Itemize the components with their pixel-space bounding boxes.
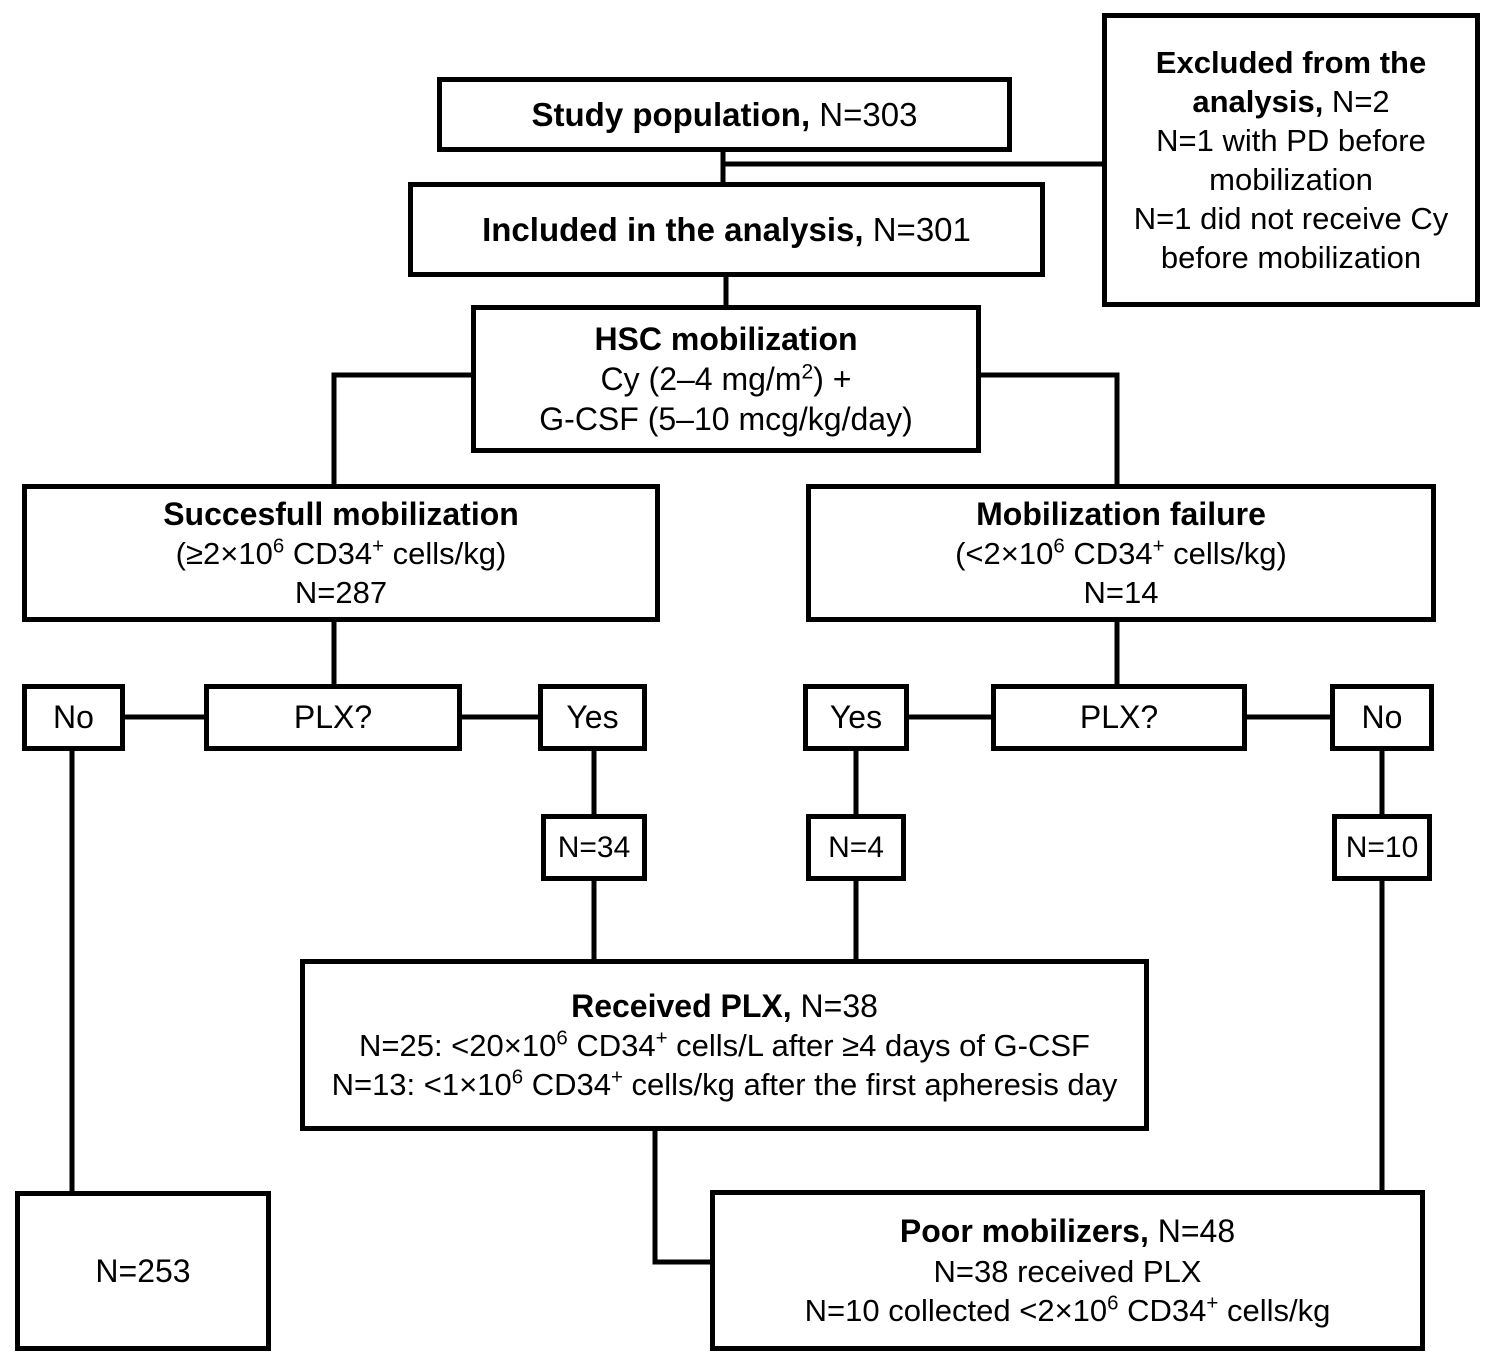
success-count: N=287 [294,575,388,611]
count-n253-label: N=253 [95,1252,191,1289]
excluded-title-line2: analysis, [1192,83,1324,119]
node-plx-question-right[interactable]: PLX? [991,684,1247,751]
excluded-title-line1: Excluded from the [1155,44,1427,80]
hsc-regimen-cy: Cy (2–4 mg/m2) + [600,360,852,397]
received-plx-title: Received PLX, [571,987,792,1024]
count-n4-label: N=4 [828,830,884,864]
plx-question-right-label: PLX? [1079,699,1159,736]
excluded-reason-1b: mobilization [1209,162,1373,197]
node-included-in-analysis[interactable]: Included in the analysis, N=301 [408,182,1045,277]
failure-criterion: (<2×106 CD34+ cells/kg) [955,534,1287,572]
node-count-n10[interactable]: N=10 [1332,814,1432,881]
node-mobilization-failure[interactable]: Mobilization failure (<2×106 CD34+ cells… [806,484,1436,622]
node-count-n34[interactable]: N=34 [541,814,647,881]
plx-yes-right-label: Yes [829,699,883,736]
poor-mobilizers-row-2: N=10 collected <2×106 CD34+ cells/kg [804,1291,1331,1328]
node-plx-question-left[interactable]: PLX? [204,684,462,751]
included-label: Included in the analysis, [482,210,864,248]
count-n10-label: N=10 [1345,830,1419,864]
plx-yes-left-label: Yes [566,699,619,736]
node-count-n4[interactable]: N=4 [806,814,906,881]
success-criterion: (≥2×106 CD34+ cells/kg) [175,534,507,572]
failure-count: N=14 [1083,575,1159,611]
edge-hsc-to-failure [978,372,1120,487]
hsc-regimen-gcsf: G-CSF (5–10 mcg/kg/day) [539,401,913,438]
failure-title: Mobilization failure [976,495,1266,532]
edge-hsc-to-success [331,372,474,487]
excluded-reason-2a: N=1 did not receive Cy [1133,201,1449,237]
excluded-reason-2b: before mobilization [1160,240,1422,276]
excluded-reason-1a: N=1 with PD before [1156,122,1426,158]
node-received-plx[interactable]: Received PLX, N=38 N=25: <20×106 CD34+ c… [300,959,1149,1131]
node-poor-mobilizers[interactable]: Poor mobilizers, N=48 N=38 received PLX … [710,1190,1425,1351]
poor-mobilizers-row-1: N=38 received PLX [933,1253,1202,1289]
node-plx-yes-right[interactable]: Yes [803,684,909,751]
plx-question-left-label: PLX? [293,699,373,736]
node-excluded-from-analysis[interactable]: Excluded from the analysis, N=2 N=1 with… [1102,13,1480,307]
excluded-count: N=2 [1323,83,1390,119]
received-plx-count: N=38 [791,987,878,1024]
node-hsc-mobilization[interactable]: HSC mobilization Cy (2–4 mg/m2) + G-CSF … [471,305,981,453]
plx-no-left-label: No [53,699,94,736]
node-plx-no-right[interactable]: No [1330,684,1434,751]
hsc-title: HSC mobilization [594,320,858,357]
received-plx-reason-2: N=13: <1×106 CD34+ cells/kg after the fi… [331,1065,1118,1103]
study-population-count: N=303 [810,95,918,133]
included-count: N=301 [863,210,971,248]
count-n34-label: N=34 [557,830,631,864]
study-population-label: Study population, [531,95,811,133]
success-title: Succesfull mobilization [163,495,519,532]
poor-mobilizers-title: Poor mobilizers, [899,1213,1149,1250]
node-plx-yes-left[interactable]: Yes [538,684,647,751]
node-plx-no-left[interactable]: No [22,684,125,751]
poor-mobilizers-count: N=48 [1148,1213,1236,1250]
edge-received-plx-to-poor [652,1128,713,1265]
plx-no-right-label: No [1361,699,1403,736]
node-study-population[interactable]: Study population, N=303 [437,77,1012,152]
received-plx-reason-1: N=25: <20×106 CD34+ cells/L after ≥4 day… [358,1026,1090,1064]
node-successful-mobilization[interactable]: Succesfull mobilization (≥2×106 CD34+ ce… [22,484,660,622]
node-count-n253[interactable]: N=253 [15,1191,271,1351]
